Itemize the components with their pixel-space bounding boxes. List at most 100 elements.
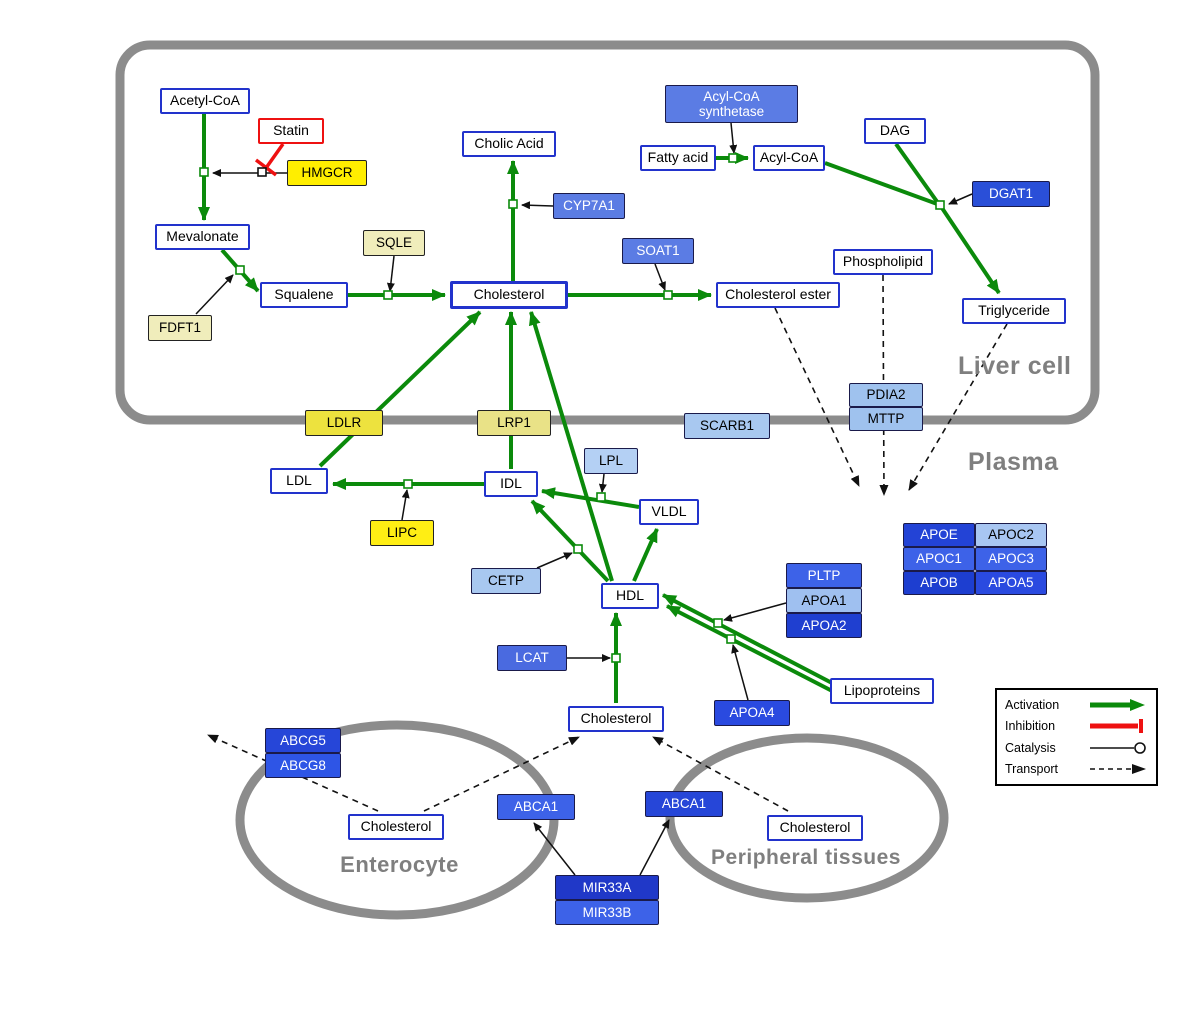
legend-row-transport: Transport (1005, 760, 1148, 778)
node-cholesterol-plasma[interactable]: Cholesterol (568, 706, 664, 732)
catalysis-circle-symbol (1088, 740, 1148, 756)
junction-node (235, 265, 245, 275)
node-ldlr[interactable]: LDLR (305, 410, 383, 436)
edge-soat1-catalysis (654, 263, 666, 291)
node-mevalonate[interactable]: Mevalonate (155, 224, 250, 250)
junction-node (713, 618, 723, 628)
node-pdia2[interactable]: PDIA2 (849, 383, 923, 407)
node-lrp1[interactable]: LRP1 (477, 410, 551, 436)
junction-node (611, 653, 621, 663)
node-apoc1[interactable]: APOC1 (903, 547, 975, 571)
junction-node (935, 200, 945, 210)
node-soat1[interactable]: SOAT1 (622, 238, 694, 264)
edge-vldl-to-idl (541, 487, 640, 509)
node-cholesterol-ester[interactable]: Cholesterol ester (716, 282, 840, 308)
node-abca1-enterocyte[interactable]: ABCA1 (497, 794, 575, 820)
edge-mir33-to-abca1-enterocyte (533, 822, 576, 876)
enterocyte-label: Enterocyte (340, 852, 459, 877)
node-apoa1[interactable]: APOA1 (786, 588, 862, 613)
legend-label-catalysis: Catalysis (1005, 740, 1056, 755)
edge-sqle-catalysis (386, 255, 395, 292)
node-lipoproteins[interactable]: Lipoproteins (830, 678, 934, 704)
node-apoa5[interactable]: APOA5 (975, 571, 1047, 595)
node-apoa2[interactable]: APOA2 (786, 613, 862, 638)
node-apoc2[interactable]: APOC2 (975, 523, 1047, 547)
activation-arrow-symbol (1088, 697, 1148, 713)
edge-lpl-catalysis (598, 473, 607, 493)
node-sqle[interactable]: SQLE (363, 230, 425, 256)
junction-node (199, 167, 209, 177)
edge-cholesterol-ester-transport (774, 307, 860, 487)
edge-acyl-coa-synthetase-catalysis (729, 122, 738, 154)
junction-node (403, 479, 413, 489)
enterocyte-membrane (235, 720, 559, 920)
node-triglyceride[interactable]: Triglyceride (962, 298, 1066, 324)
node-dgat1[interactable]: DGAT1 (972, 181, 1050, 207)
node-lpl[interactable]: LPL (584, 448, 638, 474)
node-idl[interactable]: IDL (484, 471, 538, 497)
inhibition-bar-symbol (1088, 718, 1148, 734)
node-lipc[interactable]: LIPC (370, 520, 434, 546)
node-acyl-coa-synthetase[interactable]: Acyl-CoA synthetase (665, 85, 798, 123)
node-mir33a[interactable]: MIR33A (555, 875, 659, 900)
junction-node (573, 544, 583, 554)
node-cholesterol-peripheral[interactable]: Cholesterol (767, 815, 863, 841)
node-lcat[interactable]: LCAT (497, 645, 567, 671)
node-cyp7a1[interactable]: CYP7A1 (553, 193, 625, 219)
node-apoc3[interactable]: APOC3 (975, 547, 1047, 571)
transport-dashed-arrow-symbol (1088, 761, 1148, 777)
edge-peripheral-cholesterol-transport (652, 736, 789, 812)
edge-lipoproteins-to-hdl-lower (666, 604, 839, 696)
node-abcg8[interactable]: ABCG8 (265, 753, 341, 778)
edge-apoa-catalysis (723, 602, 787, 622)
node-mir33b[interactable]: MIR33B (555, 900, 659, 925)
junction-node (726, 634, 736, 644)
edge-fdft1-catalysis (195, 274, 234, 315)
edge-enterocyte-cholesterol-transport (423, 736, 580, 812)
plasma-label: Plasma (968, 448, 1059, 476)
node-apoa4[interactable]: APOA4 (714, 700, 790, 726)
node-vldl[interactable]: VLDL (639, 499, 699, 525)
node-ldl[interactable]: LDL (270, 468, 328, 494)
legend-row-inhibition: Inhibition (1005, 717, 1148, 735)
liver-cell-label: Liver cell (958, 352, 1072, 380)
junction-node (596, 492, 606, 502)
edge-cyp7a1-catalysis (521, 201, 554, 210)
node-acyl-coa[interactable]: Acyl-CoA (753, 145, 825, 171)
node-abcg5[interactable]: ABCG5 (265, 728, 341, 753)
node-dag[interactable]: DAG (864, 118, 926, 144)
junction-node (663, 290, 673, 300)
node-acetyl-coa[interactable]: Acetyl-CoA (160, 88, 250, 114)
edge-hdl-to-vldl (632, 528, 659, 582)
legend-row-catalysis: Catalysis (1005, 739, 1148, 757)
peripheral-tissues-label: Peripheral tissues (711, 846, 901, 869)
node-pltp[interactable]: PLTP (786, 563, 862, 588)
edge-cetp-catalysis (536, 552, 573, 569)
node-abca1-peripheral[interactable]: ABCA1 (645, 791, 723, 817)
node-mttp[interactable]: MTTP (849, 407, 923, 431)
node-fatty-acid[interactable]: Fatty acid (640, 145, 716, 171)
edge-lipc-catalysis (401, 489, 410, 521)
node-cholesterol-enterocyte[interactable]: Cholesterol (348, 814, 444, 840)
node-statin[interactable]: Statin (258, 118, 324, 144)
node-phospholipid[interactable]: Phospholipid (833, 249, 933, 275)
node-apoe[interactable]: APOE (903, 523, 975, 547)
node-cholic-acid[interactable]: Cholic Acid (462, 131, 556, 157)
node-cetp[interactable]: CETP (471, 568, 541, 594)
node-scarb1[interactable]: SCARB1 (684, 413, 770, 439)
node-hmgcr[interactable]: HMGCR (287, 160, 367, 186)
peripheral-tissues-membrane (665, 733, 949, 903)
edge-mir33-to-abca1-peripheral (639, 819, 670, 876)
node-apob[interactable]: APOB (903, 571, 975, 595)
edge-apoa4-catalysis (731, 644, 749, 701)
node-fdft1[interactable]: FDFT1 (148, 315, 212, 341)
node-hdl[interactable]: HDL (601, 583, 659, 609)
node-cholesterol-liver[interactable]: Cholesterol (450, 281, 568, 309)
legend-label-activation: Activation (1005, 697, 1060, 712)
node-squalene[interactable]: Squalene (260, 282, 348, 308)
edge-ldl-to-cholesterol (318, 310, 482, 468)
liver-cell-membrane (115, 40, 1100, 425)
